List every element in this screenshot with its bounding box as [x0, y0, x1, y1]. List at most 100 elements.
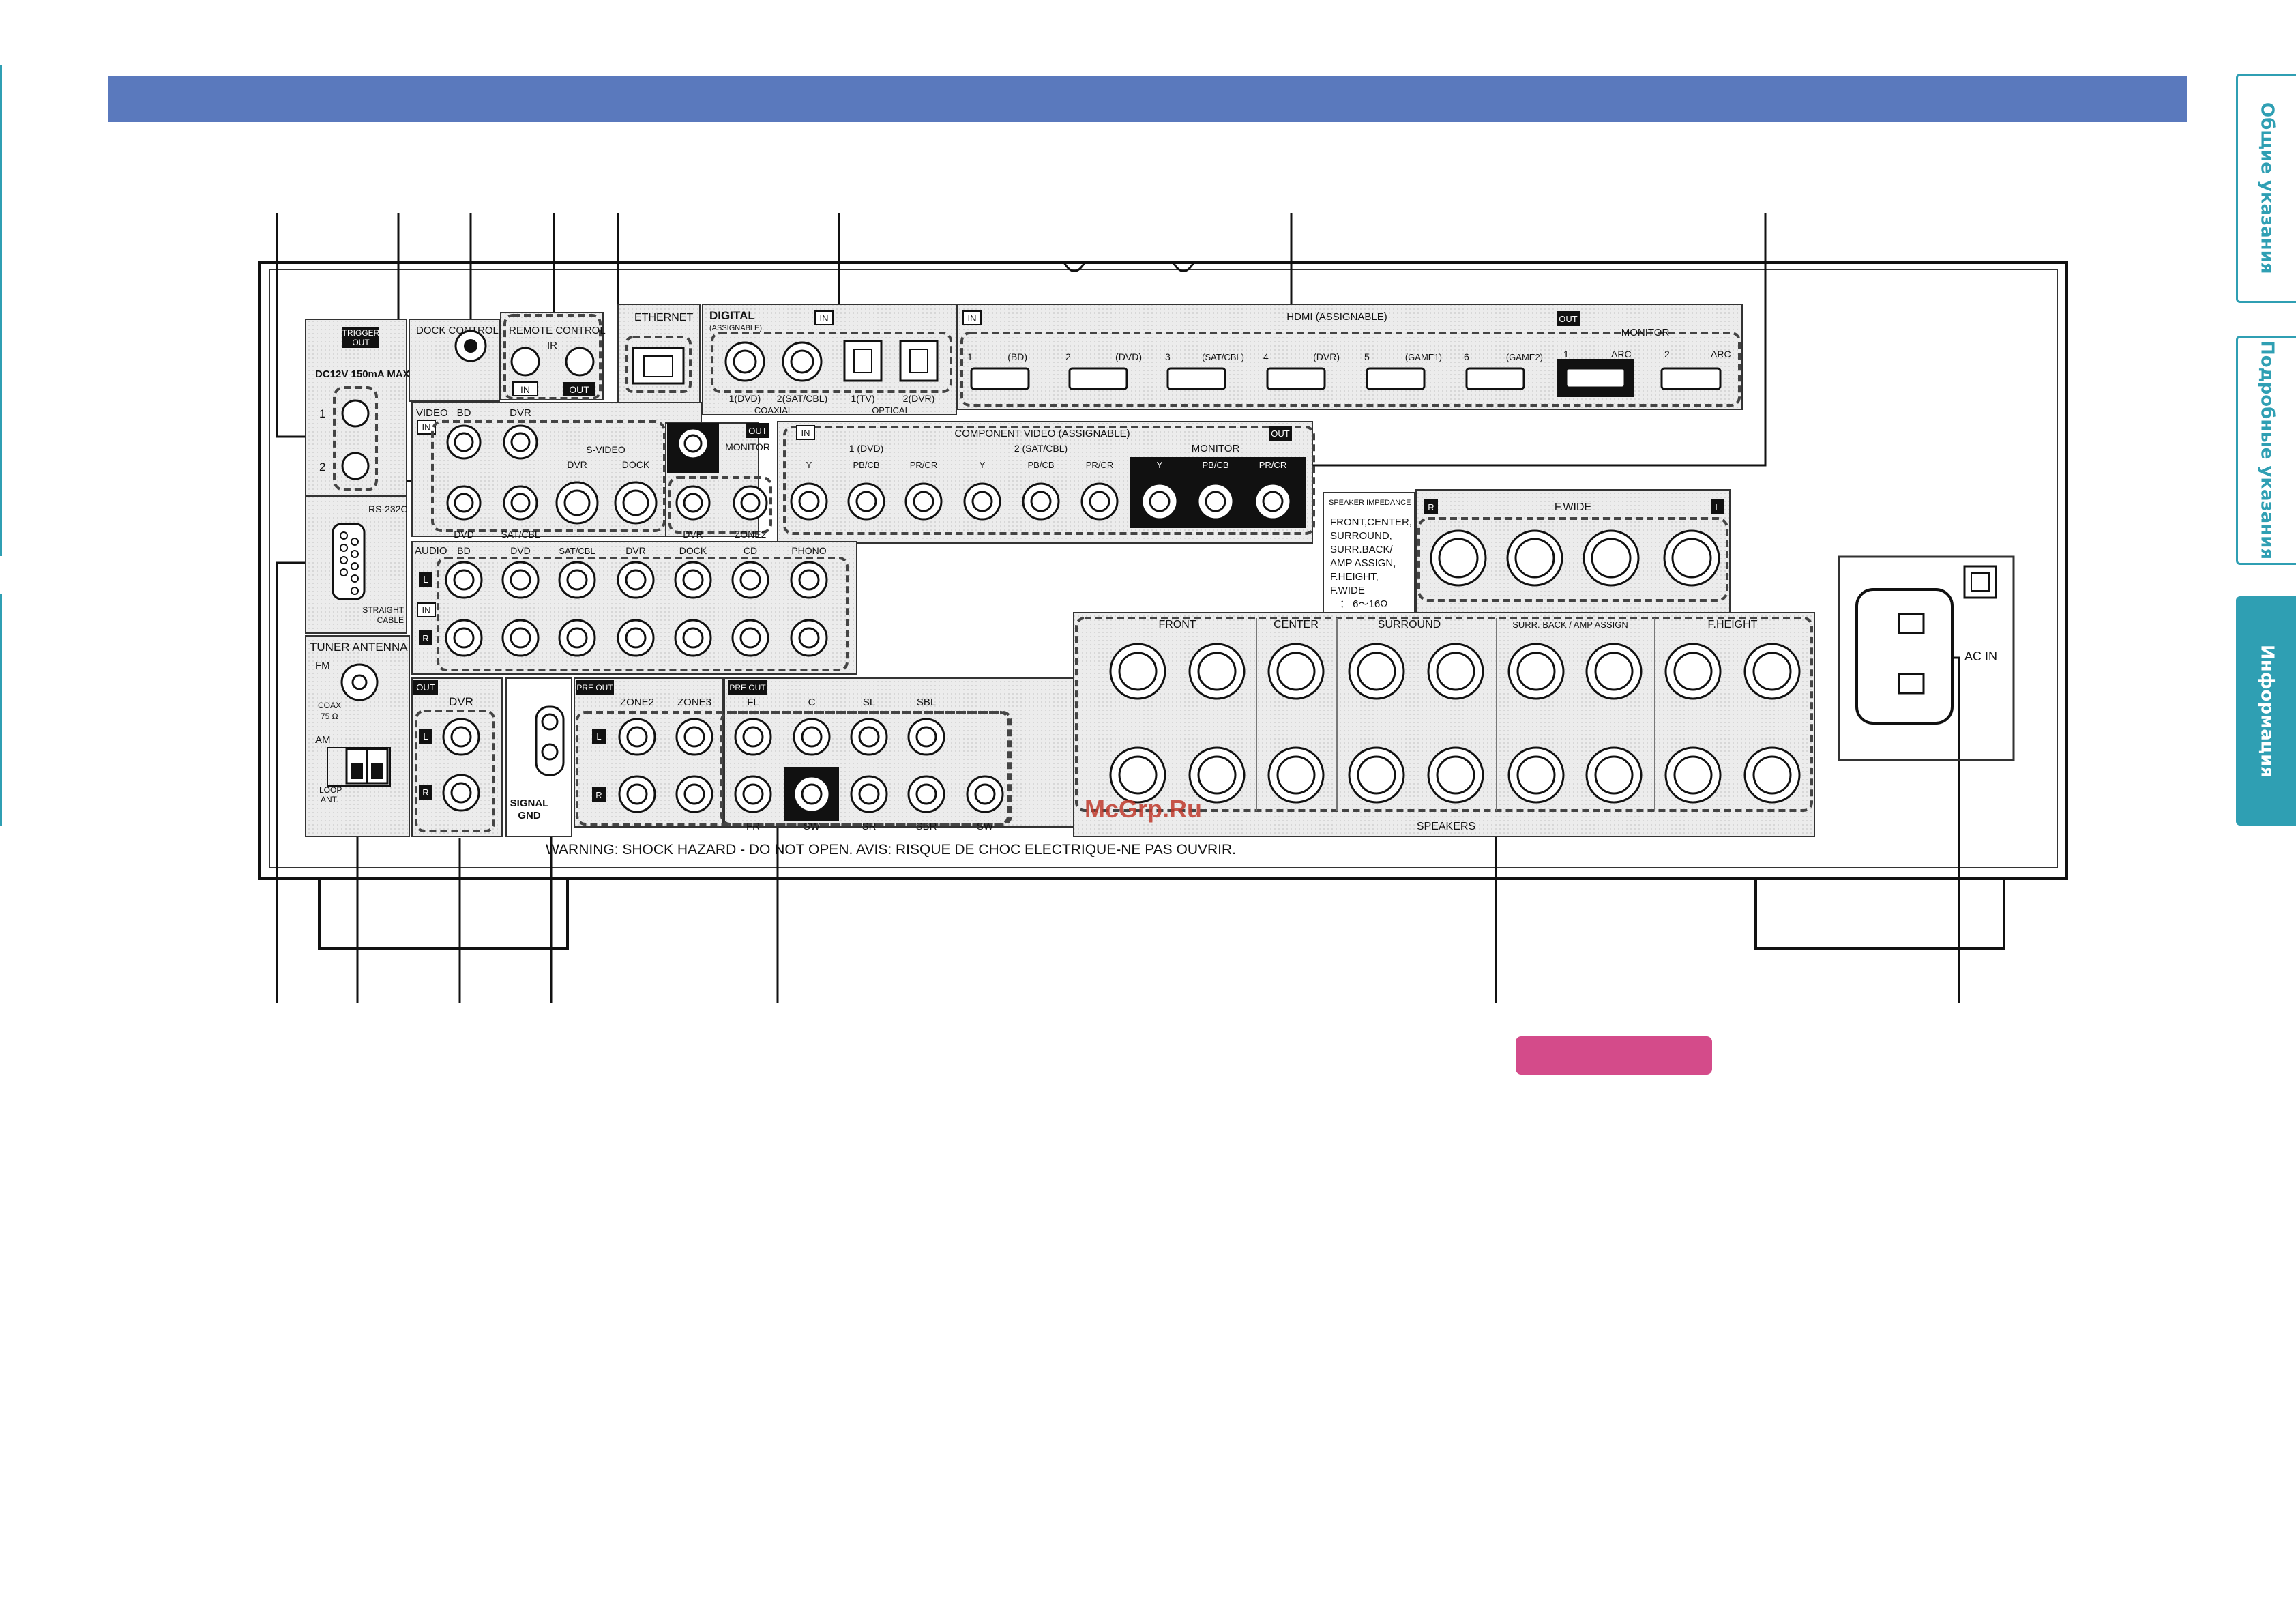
spk-surr-back: SURR. BACK / AMP ASSIGN: [1512, 619, 1628, 630]
tab-general-instructions[interactable]: Общие указания: [2236, 74, 2296, 303]
pre-fr: FR: [746, 821, 760, 832]
hdmi-2-name: (DVD): [1115, 351, 1142, 362]
left-rule-top: [0, 65, 2, 556]
audio-in-label: IN: [422, 605, 431, 615]
next-page-button[interactable]: [1516, 1036, 1712, 1075]
ir-label: IR: [547, 340, 557, 351]
remote-in-label: IN: [520, 384, 530, 395]
trigger-num-2: 2: [319, 461, 325, 473]
video-out-label: OUT: [748, 426, 767, 436]
component-out-label: OUT: [1271, 428, 1290, 439]
video-zone2: ZONE2: [735, 529, 767, 540]
digital-label: DIGITAL: [709, 309, 755, 322]
video-monitor-label: MONITOR: [725, 441, 770, 452]
audio-r: R: [422, 633, 428, 643]
optical-2: 2(DVR): [903, 393, 935, 404]
tab-general-label: Общие указания: [2256, 102, 2278, 274]
zone3-label: ZONE3: [677, 697, 711, 708]
comp-1-pb: PB/CB: [853, 460, 879, 470]
pre-sw1: SW: [804, 821, 821, 832]
comp-mon-pr: PR/CR: [1259, 460, 1286, 470]
am-label: AM: [315, 734, 331, 746]
s-video-dock: DOCK: [622, 459, 650, 470]
ethernet-label: ETHERNET: [634, 312, 693, 323]
s-video-dvr: DVR: [567, 459, 587, 470]
tab-information-label: Информация: [2256, 644, 2278, 778]
zone2-label: ZONE2: [620, 697, 654, 708]
audio-dock: DOCK: [679, 545, 707, 556]
foot-right: [1754, 880, 2005, 950]
dvr-out-label: OUT: [416, 682, 435, 692]
component-title: COMPONENT VIDEO (ASSIGNABLE): [954, 428, 1130, 439]
signal-label: SIGNAL: [510, 798, 549, 809]
s-video-label: S-VIDEO: [586, 444, 625, 455]
fwide-l: L: [1715, 502, 1720, 512]
coax-ohm-label: 75 Ω: [321, 712, 338, 721]
spk-surround: SURROUND: [1378, 619, 1441, 630]
imp-line-3: SURR.BACK/: [1330, 544, 1394, 555]
comp-2-pb: PB/CB: [1027, 460, 1054, 470]
video-dvr-out: DVR: [683, 529, 703, 540]
hdmi-4-num: 4: [1263, 351, 1269, 362]
audio-dvr: DVR: [625, 545, 646, 556]
imp-line-4: AMP ASSIGN,: [1330, 557, 1396, 569]
pre-c: C: [808, 697, 816, 708]
pre-sbr: SBR: [916, 821, 937, 832]
warning-text: WARNING: SHOCK HAZARD - DO NOT OPEN. AVI…: [546, 842, 1236, 858]
imp-line-1: FRONT,CENTER,: [1330, 516, 1412, 528]
coaxial-label: COAXIAL: [754, 405, 793, 415]
audio-label: AUDIO: [415, 545, 447, 557]
imp-line-5: F.HEIGHT,: [1330, 571, 1379, 583]
header-bar: [108, 76, 2187, 122]
imp-line-6: F.WIDE: [1330, 585, 1365, 596]
video-in-label: IN: [422, 422, 431, 433]
rs232c-label: RS-232C: [368, 503, 408, 514]
trigger-num-1: 1: [319, 407, 325, 420]
monitor-1-num: 1: [1563, 349, 1569, 360]
spk-fheight: F.HEIGHT: [1708, 619, 1758, 630]
pre-sw2: SW: [977, 821, 994, 832]
hdmi-5-num: 5: [1364, 351, 1370, 362]
hdmi-5-name: (GAME1): [1405, 352, 1442, 362]
imp-line-7: ： 6～16Ω: [1340, 598, 1387, 610]
remote-out-label: OUT: [569, 384, 589, 395]
pre-sr: SR: [862, 821, 877, 832]
watermark-text: McGrp.Ru: [1085, 795, 1202, 823]
trigger-out-label-2: OUT: [352, 338, 370, 347]
hdmi-ports: [970, 367, 1525, 390]
video-bd: BD: [457, 407, 471, 419]
hdmi-6-name: (GAME2): [1506, 352, 1543, 362]
digital-in-label: IN: [820, 313, 829, 323]
optical-1: 1(TV): [851, 393, 875, 404]
audio-dvd: DVD: [510, 545, 531, 556]
hdmi-1-num: 1: [967, 351, 973, 362]
audio-bd: BD: [457, 545, 470, 556]
remote-control-label: REMOTE CONTROL: [509, 325, 606, 336]
pre-fl: FL: [747, 697, 759, 708]
hdmi-1-name: (BD): [1007, 351, 1027, 362]
imp-line-2: SURROUND,: [1330, 530, 1392, 542]
comp-2-pr: PR/CR: [1086, 460, 1113, 470]
dvr-l: L: [423, 731, 428, 742]
spk-center: CENTER: [1274, 619, 1319, 630]
straight-cable-2: CABLE: [377, 615, 404, 625]
fwide-r: R: [1428, 502, 1434, 512]
audio-phono: PHONO: [791, 545, 826, 556]
coaxial-2: 2(SAT/CBL): [777, 393, 827, 404]
tab-information[interactable]: Информация: [2236, 596, 2296, 826]
hdmi-4-name: (DVR): [1313, 351, 1340, 362]
component-in-label: IN: [801, 428, 810, 438]
component-group-1: 1 (DVD): [849, 443, 884, 454]
tab-detailed-label: Подробные указания: [2256, 340, 2278, 560]
hdmi-in-label: IN: [968, 313, 977, 323]
trigger-out-label-1: TRIGGER: [342, 328, 380, 338]
pre-out-zone-label: PRE OUT: [576, 683, 613, 692]
hdmi-title: HDMI (ASSIGNABLE): [1286, 311, 1387, 323]
speaker-terminals: [1109, 643, 1801, 804]
digital-assignable: (ASSIGNABLE): [709, 324, 762, 332]
audio-sat: SAT/CBL: [559, 546, 595, 556]
gnd-label: GND: [518, 810, 541, 821]
tab-detailed-instructions[interactable]: Подробные указания: [2236, 336, 2296, 565]
ant-label: ANT.: [321, 795, 338, 804]
